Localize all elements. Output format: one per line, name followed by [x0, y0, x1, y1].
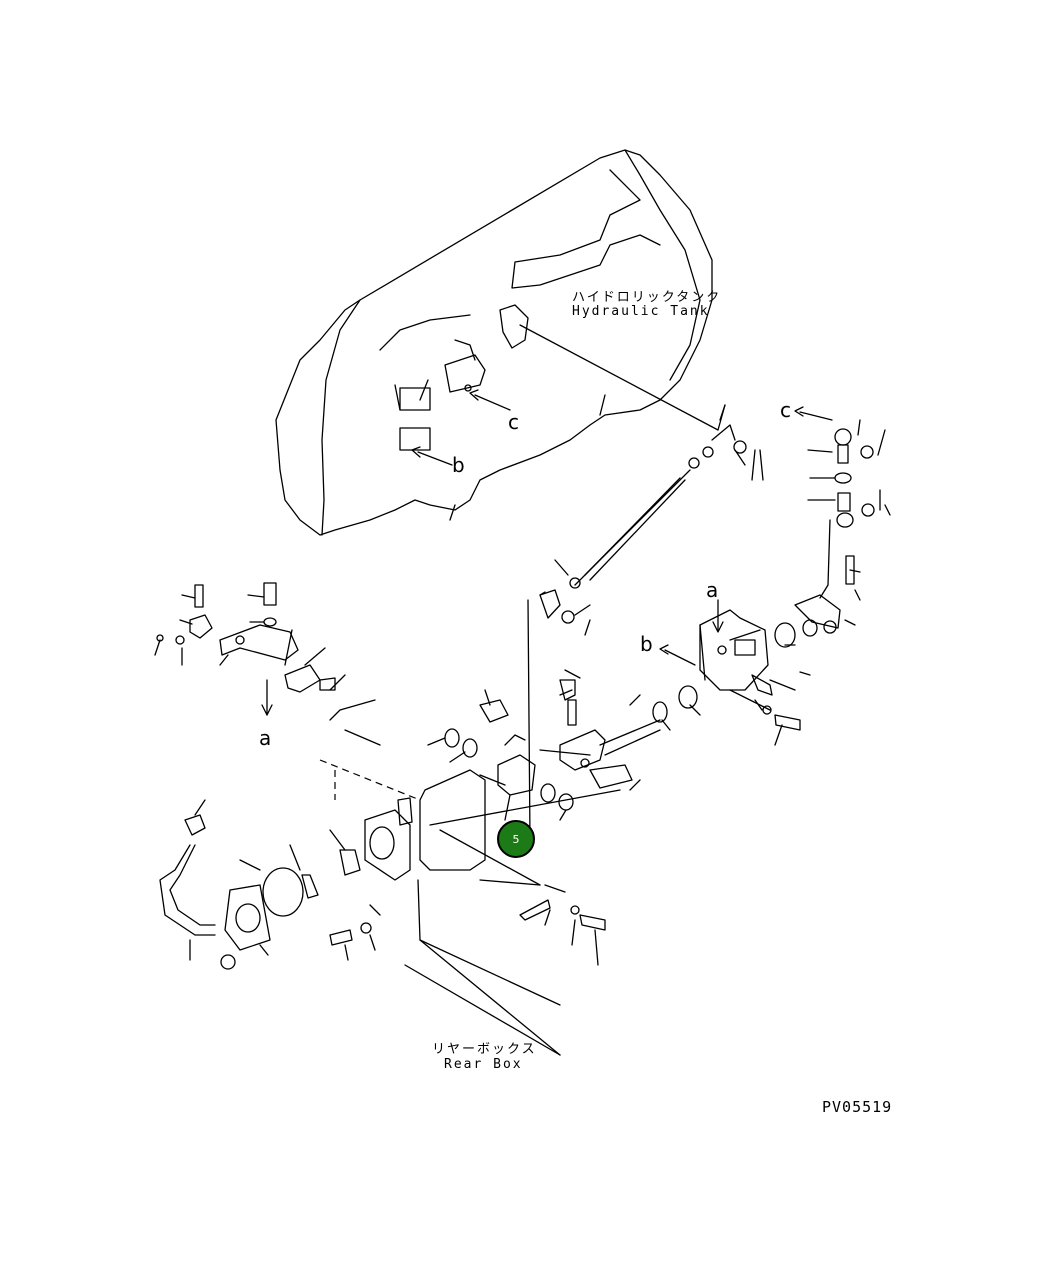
right-upper-parts — [751, 419, 891, 634]
hydraulic-tank-label-jp: ハイドロリックタンク — [572, 290, 722, 305]
tank-brackets — [399, 304, 529, 451]
reference-a-right: a — [706, 578, 719, 602]
reference-c-tank: c — [508, 410, 519, 434]
right-control-block — [699, 609, 818, 731]
rear-box-label-jp: リヤーボックス — [432, 1042, 537, 1057]
reference-b-right: b — [640, 632, 653, 656]
hydraulic-tank-label-en: Hydraulic Tank — [572, 304, 710, 319]
reference-b-tank: b — [452, 453, 465, 477]
reference-c-right: c — [780, 398, 791, 422]
left-upper-parts — [156, 582, 336, 716]
linkage-lines — [319, 324, 831, 886]
rear-box-label-en: Rear Box — [444, 1057, 523, 1072]
callout-badge-5[interactable]: 5 — [497, 820, 535, 858]
rear-box-parts — [159, 699, 606, 1056]
hydraulic-tank-outline — [275, 149, 713, 536]
leader-lines — [154, 404, 861, 966]
center-linkage-parts — [444, 440, 747, 811]
reference-arrows — [411, 389, 833, 666]
reference-a-left: a — [259, 726, 272, 750]
drawing-code: PV05519 — [822, 1098, 893, 1116]
